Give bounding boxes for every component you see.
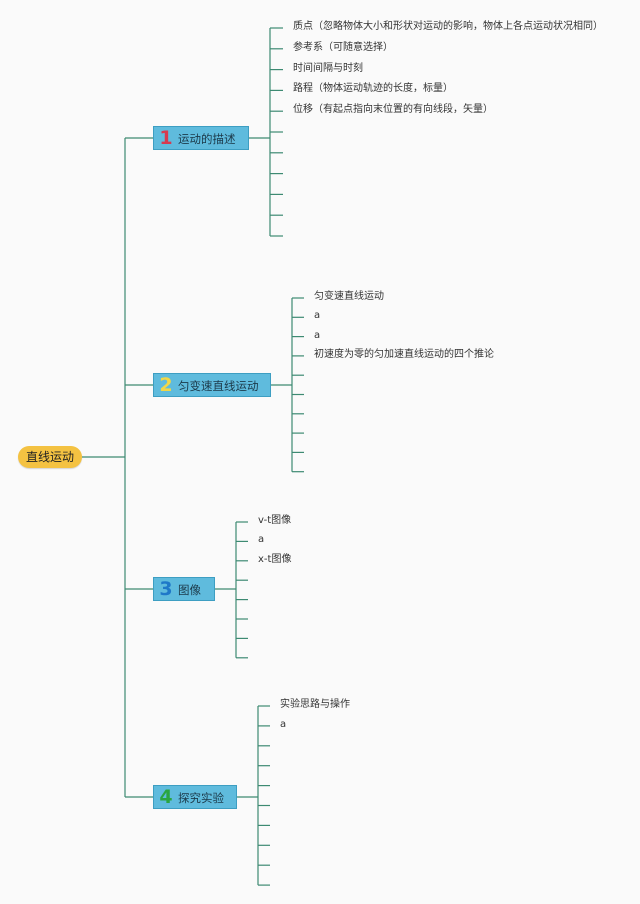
topic-number-badge: 4 (159, 786, 173, 808)
topic-number-badge: 3 (159, 578, 173, 600)
root-topic-straight-line-motion[interactable]: 直线运动 (18, 446, 82, 468)
topic-number-badge: 1 (159, 127, 173, 149)
root-topic-label: 直线运动 (25, 450, 74, 464)
leaf-x-t-graph[interactable]: x-t图像 (258, 553, 292, 565)
leaf-formula-a[interactable]: a (280, 718, 287, 730)
topic-1[interactable]: 1 运动的描述 (153, 126, 249, 150)
topic-number-badge: 2 (159, 374, 173, 396)
leaf-displacement[interactable]: 位移（有起点指向末位置的有向线段，矢量） (293, 104, 493, 116)
leaf-mass-point[interactable]: 质点（忽略物体大小和形状对运动的影响，物体上各点运动状况相同） (293, 21, 603, 32)
leaf-reference-frame[interactable]: 参考系（可随意选择） (293, 41, 393, 53)
topic-label: 匀变速直线运动 (178, 379, 259, 393)
leaf-formula-a-1[interactable]: a (314, 310, 321, 322)
topic-3[interactable]: 3 图像 (153, 577, 215, 601)
topic-label: 图像 (178, 583, 201, 597)
leaf-time-interval[interactable]: 时间间隔与时刻 (293, 62, 363, 74)
leaf-uniform-variable-motion[interactable]: 匀变速直线运动 (314, 291, 384, 302)
leaf-formula-a-2[interactable]: a (314, 329, 321, 341)
topic-label: 探究实验 (178, 791, 224, 805)
leaf-formula-a[interactable]: a (258, 534, 265, 546)
topic-2[interactable]: 2 匀变速直线运动 (153, 373, 271, 397)
leaf-v-t-graph[interactable]: v-t图像 (258, 515, 292, 526)
leaf-four-corollaries[interactable]: 初速度为零的匀加速直线运动的四个推论 (314, 348, 494, 360)
topic-4[interactable]: 4 探究实验 (153, 785, 237, 809)
leaf-path-length[interactable]: 路程（物体运动轨迹的长度，标量） (293, 83, 453, 95)
topic-label: 运动的描述 (178, 132, 236, 146)
leaf-experiment-procedure[interactable]: 实验思路与操作 (280, 699, 350, 710)
